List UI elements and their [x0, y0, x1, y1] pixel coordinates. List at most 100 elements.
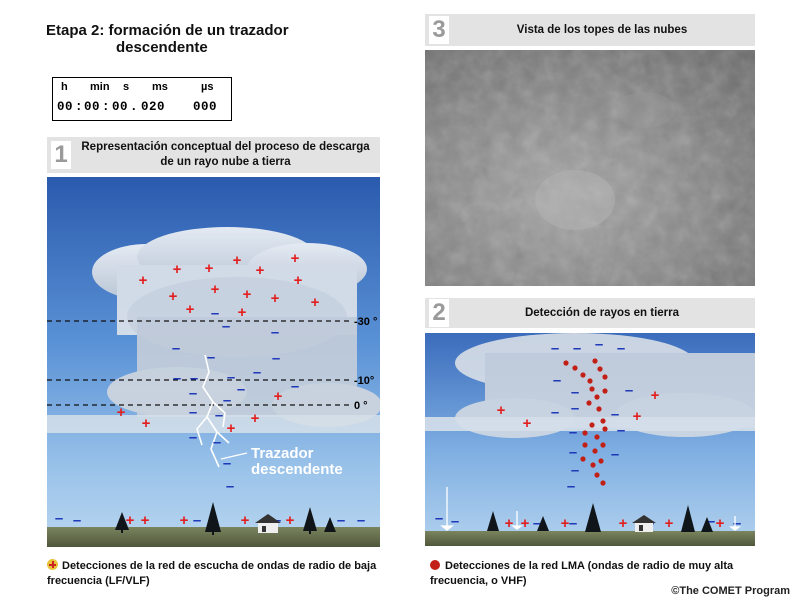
svg-text:–: –: [595, 336, 603, 353]
svg-text:+: +: [665, 515, 674, 532]
svg-text:+: +: [633, 408, 642, 425]
svg-text:+: +: [271, 290, 280, 307]
svg-text:+: +: [505, 515, 514, 532]
page-title: Etapa 2: formación de un trazador descen…: [46, 22, 346, 56]
svg-text:–: –: [337, 512, 345, 529]
panel-2-diagram: +++ + +++ +++ ––– ––– ––– ––– ––– – ––– …: [425, 333, 755, 546]
leader-label-line-1: Trazador: [251, 445, 314, 462]
svg-text:–: –: [211, 305, 219, 322]
svg-text:–: –: [567, 478, 575, 495]
svg-text:+: +: [521, 515, 530, 532]
ground-detection-illustration: +++ + +++ +++ ––– ––– ––– ––– ––– – ––– …: [425, 333, 755, 546]
svg-text:+: +: [173, 261, 182, 278]
svg-text:+: +: [186, 301, 195, 318]
svg-text:–: –: [571, 462, 579, 479]
svg-text:–: –: [223, 392, 231, 409]
svg-text:–: –: [617, 422, 625, 439]
panel-3-header: 3 Vista de los topes de las nubes: [425, 14, 755, 46]
svg-text:–: –: [611, 406, 619, 423]
svg-text:+: +: [139, 272, 148, 289]
timer-sep-3: .: [130, 100, 138, 114]
svg-text:–: –: [553, 372, 561, 389]
svg-text:–: –: [227, 369, 235, 386]
lma-legend-text: Detecciones de la red LMA (ondas de radi…: [430, 560, 733, 587]
ground: [425, 531, 755, 546]
svg-text:+: +: [241, 512, 250, 529]
svg-text:–: –: [189, 404, 197, 421]
svg-text:+: +: [180, 512, 189, 529]
svg-text:–: –: [223, 455, 231, 472]
svg-text:–: –: [226, 478, 234, 495]
panel-1-diagram: -30 ° -10° 0 ° Trazador descendente +++ …: [47, 177, 380, 547]
panel-1-header: 1 Representación conceptual del proceso …: [47, 137, 380, 173]
svg-text:+: +: [274, 388, 283, 405]
timer-microseconds: 000: [193, 100, 217, 114]
panel-3-title: Vista de los topes de las nubes: [455, 14, 749, 46]
svg-text:+: +: [651, 387, 660, 404]
svg-text:–: –: [569, 424, 577, 441]
panel-3-cloud-top-view: [425, 50, 755, 286]
svg-text:+: +: [243, 286, 252, 303]
isotherm-label-0: 0 °: [354, 400, 368, 412]
svg-text:+: +: [291, 250, 300, 267]
svg-text:–: –: [172, 340, 180, 357]
svg-text:–: –: [291, 378, 299, 395]
lf-vlf-legend-text: Detecciones de la red de escucha de onda…: [47, 560, 376, 587]
svg-text:–: –: [551, 404, 559, 421]
copyright: ©The COMET Program: [671, 585, 790, 597]
timer-hours: 00: [57, 100, 73, 114]
svg-text:–: –: [55, 510, 63, 527]
timer-header-min: min: [90, 81, 110, 93]
timer-header-s: s: [123, 81, 129, 93]
svg-text:+: +: [142, 415, 151, 432]
panel-2-header: 2 Detección de rayos en tierra: [425, 298, 755, 328]
panel-2-title: Detección de rayos en tierra: [455, 298, 749, 328]
svg-text:–: –: [189, 385, 197, 402]
panel-3-number: 3: [429, 16, 449, 44]
svg-text:+: +: [523, 415, 532, 432]
timer-milliseconds: 020: [141, 100, 165, 114]
positive-detection-icon: [47, 559, 58, 570]
timer-seconds: 00: [112, 100, 128, 114]
panel-1-number: 1: [51, 141, 71, 169]
panel-2-number: 2: [429, 299, 449, 327]
timer-header-ms: ms: [152, 81, 168, 93]
svg-text:+: +: [169, 288, 178, 305]
svg-text:–: –: [189, 429, 197, 446]
svg-text:–: –: [271, 324, 279, 341]
svg-text:+: +: [619, 515, 628, 532]
svg-text:–: –: [357, 512, 365, 529]
svg-text:–: –: [435, 510, 443, 527]
svg-text:+: +: [286, 512, 295, 529]
svg-text:–: –: [237, 381, 245, 398]
svg-text:–: –: [569, 515, 577, 532]
conceptual-discharge-illustration: -30 ° -10° 0 ° Trazador descendente +++ …: [47, 177, 380, 547]
svg-text:+: +: [311, 294, 320, 311]
svg-text:–: –: [253, 364, 261, 381]
svg-text:–: –: [73, 512, 81, 529]
svg-text:–: –: [569, 444, 577, 461]
title-line-2: descendente: [46, 39, 346, 56]
svg-text:–: –: [571, 400, 579, 417]
svg-text:–: –: [215, 407, 223, 424]
timer-header-us: µs: [201, 81, 213, 93]
lf-vlf-legend: Detecciones de la red de escucha de onda…: [47, 559, 392, 589]
svg-text:+: +: [117, 404, 126, 421]
svg-text:+: +: [233, 252, 242, 269]
svg-text:–: –: [617, 340, 625, 357]
svg-text:+: +: [294, 272, 303, 289]
isotherm-label-minus10: -10°: [354, 375, 374, 387]
timer-sep-2: :: [102, 100, 110, 114]
svg-text:–: –: [625, 382, 633, 399]
elapsed-time-display: h min s ms µs 00 : 00 : 00 . 020 000: [52, 77, 232, 121]
svg-text:–: –: [611, 446, 619, 463]
svg-text:+: +: [238, 304, 247, 321]
panel-1-title: Representación conceptual del proceso de…: [77, 137, 374, 173]
title-line-1: Etapa 2: formación de un trazador: [46, 22, 289, 39]
cloud-top-image: [425, 50, 755, 286]
svg-text:+: +: [141, 512, 150, 529]
svg-text:–: –: [272, 350, 280, 367]
svg-text:+: +: [256, 262, 265, 279]
svg-text:–: –: [451, 513, 459, 530]
svg-text:+: +: [227, 420, 236, 437]
